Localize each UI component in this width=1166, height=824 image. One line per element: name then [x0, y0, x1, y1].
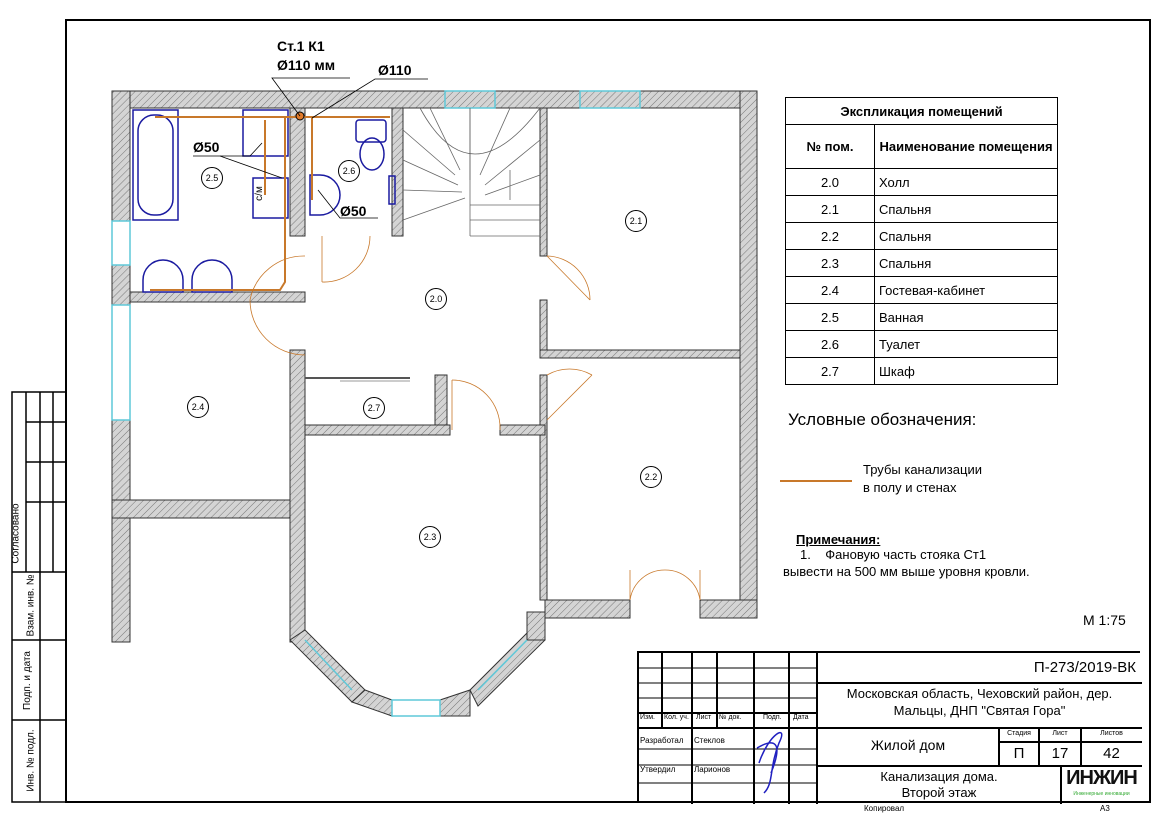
sheet-value: 17: [1051, 745, 1069, 762]
room-tag: 2.2: [640, 466, 662, 488]
col-header: № док.: [719, 714, 742, 721]
table-title: Экспликация помещений: [785, 97, 1058, 125]
stage-label: Стадия: [1007, 730, 1031, 737]
notes-title: Примечания:: [796, 532, 881, 547]
stamp-inv-vzam: Взам. инв. №: [25, 574, 37, 637]
room-num: 2.3: [785, 249, 875, 277]
room-name: Ванная: [874, 303, 1058, 331]
toilet-tank: [355, 119, 387, 143]
leader-lines: [193, 77, 428, 219]
staircase: [402, 107, 541, 237]
riser-diameter: Ø110 мм: [277, 57, 336, 73]
title-block: Изм. Кол. уч. Лист № док. Подп. Дата Раз…: [637, 651, 1142, 804]
sink-2: [191, 259, 233, 293]
approved-label: Утвердил: [640, 765, 676, 774]
room-num: 2.4: [785, 276, 875, 304]
pipe-d50-label: Ø50: [340, 203, 367, 219]
room-name: Шкаф: [874, 357, 1058, 385]
bathtub: [132, 109, 179, 221]
developed-label: Разработал: [640, 736, 684, 745]
toilet-bowl: [359, 137, 385, 171]
room-name: Спальня: [874, 222, 1058, 250]
stamp-agreed: Согласовано: [10, 503, 22, 564]
sheet-title-line-2: Второй этаж: [901, 785, 977, 800]
signature: [756, 731, 783, 794]
col-header: Изм.: [640, 714, 655, 721]
room-name: Туалет: [874, 330, 1058, 358]
room-tag: 2.1: [625, 210, 647, 232]
room-name: Холл: [874, 168, 1058, 196]
washer-label: с/м: [253, 186, 265, 201]
room-explication-table: Экспликация помещений № пом.Наименование…: [785, 97, 1058, 385]
room-num: 2.5: [785, 303, 875, 331]
sheets-value: 42: [1103, 745, 1120, 762]
walls: [111, 90, 758, 717]
windows: [111, 90, 641, 717]
object-name: Жилой дом: [870, 737, 946, 753]
copied-label: Копировал: [864, 804, 905, 813]
stamp-inv-orig: Инв. № подл.: [25, 729, 37, 792]
room-tag: 2.5: [201, 167, 223, 189]
room-num: 2.6: [785, 330, 875, 358]
legend-title: Условные обозначения:: [788, 410, 977, 429]
room-num: 2.1: [785, 195, 875, 223]
sheets-label: Листов: [1100, 730, 1123, 737]
sewer-pipes: [150, 116, 390, 291]
room-tag: 2.0: [425, 288, 447, 310]
address-line-2: Мальцы, ДНП "Святая Гора": [893, 703, 1066, 718]
col-header: Подп.: [763, 714, 782, 721]
left-stamp: [11, 391, 67, 803]
riser-label: Ст.1 К1: [277, 38, 325, 54]
washing-machine: [252, 177, 289, 219]
legend-pipe-label-2: в полу и стенах: [863, 480, 957, 495]
note-1-line-1: 1. Фановую часть стояка Ст1: [800, 547, 986, 562]
stamp-sign-date: Подп. и дата: [21, 651, 33, 710]
note-number: 1.: [800, 547, 811, 562]
col-header: Кол. уч.: [664, 714, 689, 721]
room-name: Спальня: [874, 249, 1058, 277]
door-swings: [249, 235, 701, 601]
col-header: Лист: [696, 714, 712, 721]
room-num: 2.2: [785, 222, 875, 250]
room-num: 2.7: [785, 357, 875, 385]
room-tag: 2.3: [419, 526, 441, 548]
sheet-title-line-1: Канализация дома.: [880, 769, 998, 784]
developed-name: Стеклов: [694, 736, 725, 745]
room-name: Спальня: [874, 195, 1058, 223]
sink-1: [142, 259, 184, 293]
company-tagline: Инженерные инновации: [1073, 791, 1130, 797]
format-label: А3: [1100, 804, 1110, 813]
legend-pipe-label-1: Трубы канализации: [863, 462, 982, 477]
approved-name: Ларионов: [694, 765, 731, 774]
sheet-label: Лист: [1052, 730, 1068, 737]
room-name: Гостевая-кабинет: [874, 276, 1058, 304]
plumbing-fixtures: [132, 109, 396, 293]
wash-basin-wc: [309, 174, 341, 216]
title-block-grid: [639, 653, 1142, 804]
col-header: Дата: [793, 714, 809, 721]
note-1-line-2: вывести на 500 мм выше уровня кровли.: [783, 564, 1030, 579]
room-tag: 2.7: [363, 397, 385, 419]
company-logo: ИНЖИН: [1066, 767, 1138, 789]
room-tag: 2.6: [338, 160, 360, 182]
col-header-name: Наименование помещения: [874, 124, 1058, 169]
pipe-d110-label: Ø110: [378, 62, 412, 78]
room-tag: 2.4: [187, 396, 209, 418]
address-line-1: Московская область, Чеховский район, дер…: [846, 686, 1113, 701]
col-header-num: № пом.: [785, 124, 875, 169]
scale-label: М 1:75: [1083, 612, 1126, 628]
document-code: П-273/2019-ВК: [1033, 659, 1136, 676]
stage-value: П: [1013, 745, 1025, 762]
pipe-d50-label: Ø50: [193, 139, 220, 155]
room-num: 2.0: [785, 168, 875, 196]
note-text: Фановую часть стояка Ст1: [825, 547, 987, 562]
